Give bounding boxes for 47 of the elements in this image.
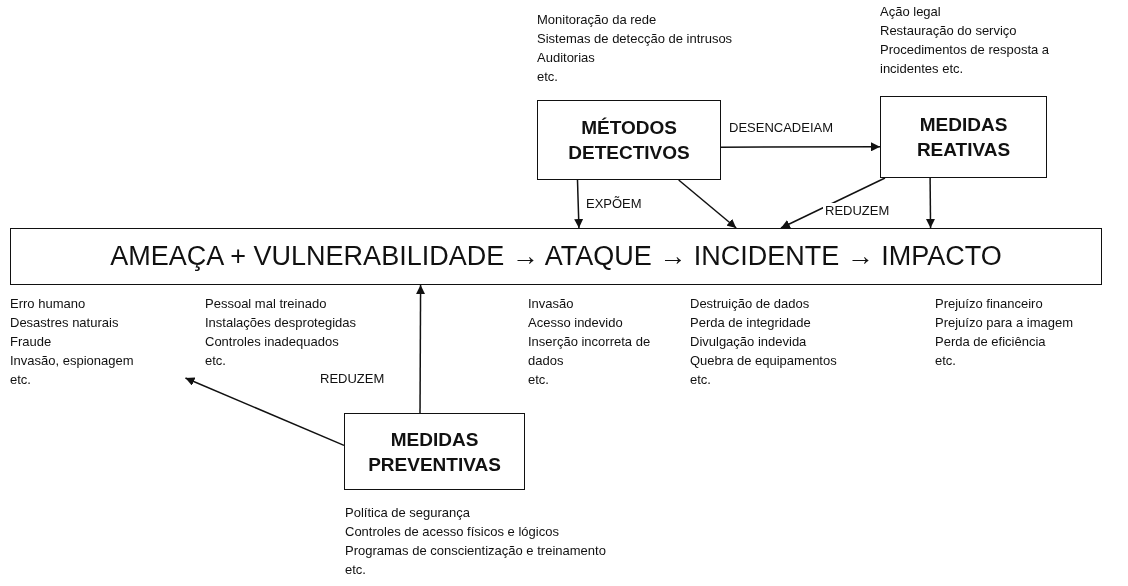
list-item: etc. bbox=[528, 371, 550, 389]
list-item: Controles inadequados bbox=[205, 333, 340, 351]
box-title: MEDIDAS PREVENTIVAS bbox=[367, 427, 502, 477]
list-item: Restauração do serviço bbox=[880, 22, 1018, 40]
list-item: Ação legal bbox=[880, 3, 942, 21]
list-item: etc. bbox=[537, 68, 559, 86]
list-item: Erro humano bbox=[10, 295, 87, 313]
list-item: Procedimentos de resposta a incidentes etc. bbox=[880, 41, 1051, 78]
list-item: etc. bbox=[935, 352, 957, 370]
arrow bbox=[677, 179, 737, 229]
list-item: Programas de conscientização e treinamento bbox=[345, 542, 607, 560]
list-item: Sistemas de detecção de intrusos bbox=[537, 30, 734, 48]
arrow bbox=[184, 377, 345, 447]
arrow bbox=[925, 177, 935, 229]
list-item: Desastres naturais bbox=[10, 314, 120, 332]
list-item: Monitoração da rede bbox=[537, 11, 658, 29]
list-item: etc. bbox=[690, 371, 712, 389]
list-item: etc. bbox=[10, 371, 32, 389]
list-item: Acesso indevido bbox=[528, 314, 624, 332]
process-band bbox=[10, 228, 1102, 285]
measure-box bbox=[344, 413, 525, 490]
list-item: Controles de acesso físicos e lógicos bbox=[345, 523, 560, 541]
list-item: Fraude bbox=[10, 333, 53, 351]
list-item: Instalações desprotegidas bbox=[205, 314, 358, 332]
measure-box bbox=[537, 100, 721, 180]
list-item: Prejuízo para a imagem bbox=[935, 314, 1074, 332]
list-item: Pessoal mal treinado bbox=[205, 295, 328, 313]
list-item: Destruição de dados bbox=[690, 295, 811, 313]
list-item: Perda de integridade bbox=[690, 314, 812, 332]
box-title: MEDIDAS REATIVAS bbox=[915, 113, 1012, 162]
list-item: Invasão, espionagem bbox=[10, 352, 135, 370]
list-item: Auditorias bbox=[537, 49, 596, 67]
arrow bbox=[416, 284, 426, 414]
measure-box bbox=[880, 96, 1047, 178]
list-item: Divulgação indevida bbox=[690, 333, 808, 351]
arrow bbox=[574, 179, 584, 229]
process-chain-text: AMEAÇA + VULNERABILIDADE → ATAQUE → INCIDENTE → IMPACTO bbox=[110, 240, 1002, 274]
list-item: etc. bbox=[205, 352, 227, 370]
list-item: Perda de eficiência bbox=[935, 333, 1047, 351]
arrow bbox=[720, 142, 881, 152]
arrow bbox=[780, 177, 886, 229]
list-item: Invasão bbox=[528, 295, 575, 313]
list-item: Quebra de equipamentos bbox=[690, 352, 838, 370]
list-item: Política de segurança bbox=[345, 504, 472, 522]
box-title: MÉTODOS DETECTIVOS bbox=[567, 116, 691, 165]
list-item: Prejuízo financeiro bbox=[935, 295, 1044, 313]
list-item: etc. bbox=[345, 561, 367, 579]
